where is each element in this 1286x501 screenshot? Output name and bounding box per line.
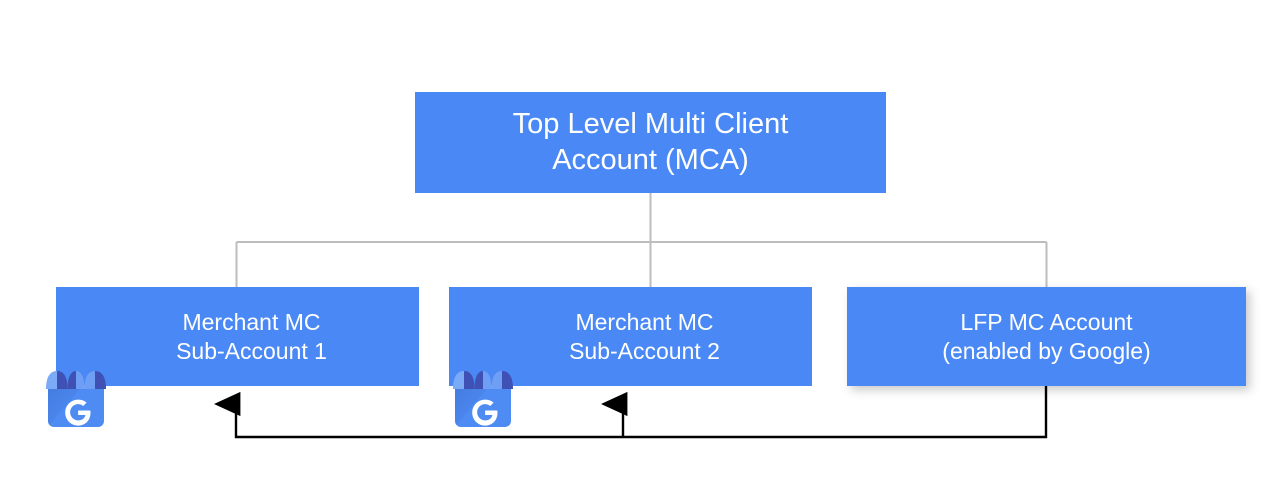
node-top-level-mca[interactable]: Top Level Multi Client Account (MCA) [415, 92, 886, 193]
edge-lfp-to-sub-account-1 [214, 386, 1048, 439]
node-merchant-sub-account-1-label: Merchant MC Sub-Account 1 [176, 309, 327, 364]
node-merchant-sub-account-2[interactable]: Merchant MC Sub-Account 2 [449, 287, 812, 386]
node-merchant-sub-account-2-label: Merchant MC Sub-Account 2 [569, 309, 720, 364]
node-top-level-mca-label: Top Level Multi Client Account (MCA) [512, 108, 789, 176]
node-lfp-mc-account-label: LFP MC Account (enabled by Google) [942, 309, 1151, 364]
node-lfp-mc-account[interactable]: LFP MC Account (enabled by Google) [847, 287, 1246, 386]
node-merchant-sub-account-1[interactable]: Merchant MC Sub-Account 1 [56, 287, 419, 386]
